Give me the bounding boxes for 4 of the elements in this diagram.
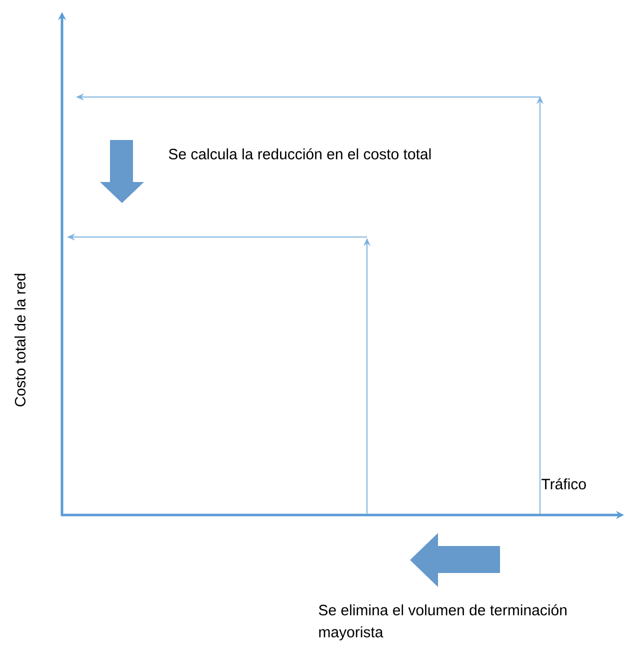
annotation-text: Se calcula la reducción en el costo total bbox=[168, 148, 431, 160]
annotation-text: Se elimina el volumen de terminación mayorista bbox=[318, 604, 566, 640]
axis-label: Costo total de la red bbox=[14, 274, 26, 406]
axis-label: Tráfico bbox=[542, 478, 586, 490]
